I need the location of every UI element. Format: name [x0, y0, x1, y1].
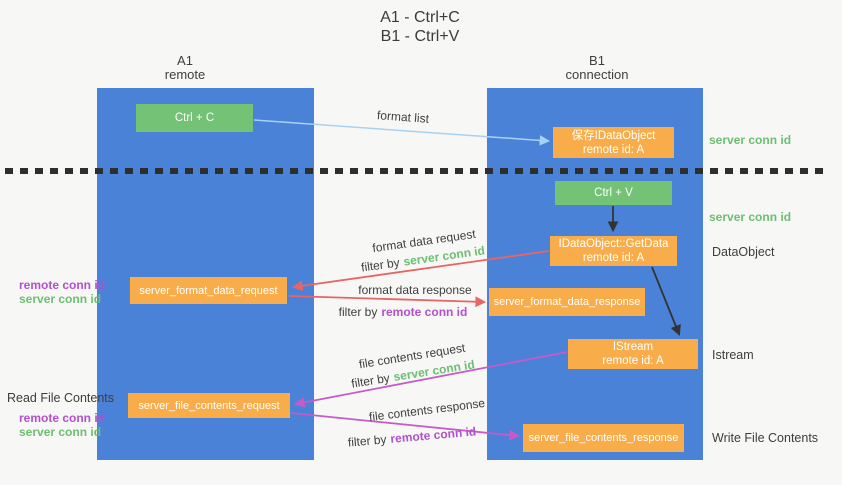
read-file-contents-label: Read File Contents [7, 391, 115, 405]
node-server-file-contents-request-label: server_file_contents_request [138, 399, 280, 412]
left-conn-id-pair-bottom: remote conn id server conn id [19, 411, 105, 439]
node-getdata: IDataObject::GetData remote id: A [550, 236, 677, 266]
diagram-title-line1: A1 - Ctrl+C [380, 9, 460, 26]
node-save-dataobject-line2: remote id: A [582, 143, 645, 156]
remote-conn-id-text: remote conn id [381, 305, 468, 319]
node-server-file-contents-response: server_file_contents_response [523, 424, 684, 452]
column-a1-name: A1 [177, 53, 193, 68]
server-conn-id-label: server conn id [19, 425, 102, 439]
node-server-format-data-request: server_format_data_request [130, 277, 287, 304]
server-conn-id-label: server conn id [19, 292, 102, 306]
filter-by-text: filter by [347, 432, 388, 450]
node-getdata-line2: remote id: A [582, 252, 645, 264]
node-server-file-contents-request: server_file_contents_request [128, 393, 290, 418]
node-server-format-data-request-label: server_format_data_request [139, 284, 278, 297]
node-istream-line1: IStream [612, 341, 654, 353]
node-server-file-contents-response-label: server_file_contents_response [528, 432, 679, 444]
column-a1-role: remote [164, 67, 206, 82]
left-conn-id-pair-top: remote conn id server conn id [19, 278, 105, 306]
node-istream: IStream remote id: A [568, 339, 698, 369]
filter-by-text: filter by [350, 370, 391, 391]
node-ctrl-c-label: Ctrl + C [174, 112, 215, 124]
column-header-a1: A1 remote [115, 54, 255, 82]
node-save-dataobject: 保存IDataObject remote id: A [553, 127, 674, 158]
remote-conn-id-label: remote conn id [19, 411, 106, 425]
node-ctrl-c: Ctrl + C [136, 104, 253, 132]
node-save-dataobject-line1: 保存IDataObject [571, 129, 656, 142]
node-ctrl-v: Ctrl + V [555, 181, 672, 205]
label-file-contents-response: file contents response [368, 395, 486, 425]
column-b1-role: connection [565, 67, 629, 82]
label-format-data-response: format data response [358, 283, 472, 297]
label-format-list: format list [376, 108, 430, 126]
remote-conn-id-label: remote conn id [19, 278, 106, 292]
node-server-format-data-response: server_format_data_response [489, 288, 645, 316]
node-istream-line2: remote id: A [602, 355, 664, 367]
write-file-contents-label: Write File Contents [712, 431, 819, 445]
diagram-title-line2: B1 - Ctrl+V [380, 28, 460, 45]
node-getdata-line1: IDataObject::GetData [558, 238, 669, 250]
remote-conn-id-text: remote conn id [389, 424, 477, 446]
node-ctrl-v-label: Ctrl + V [594, 187, 633, 199]
istream-label: Istream [712, 348, 754, 362]
diagram-title: A1 - Ctrl+C B1 - Ctrl+V [320, 8, 520, 46]
column-header-b1: B1 connection [527, 54, 667, 82]
column-b1-name: B1 [589, 53, 605, 68]
dataobject-label: DataObject [712, 245, 775, 259]
server-conn-id-mid-label: server conn id [709, 210, 792, 224]
filter-by-text: filter by [360, 255, 401, 275]
server-conn-id-top-label: server conn id [709, 133, 792, 147]
node-server-format-data-response-label: server_format_data_response [493, 296, 641, 308]
filter-by-text: filter by [338, 305, 378, 319]
